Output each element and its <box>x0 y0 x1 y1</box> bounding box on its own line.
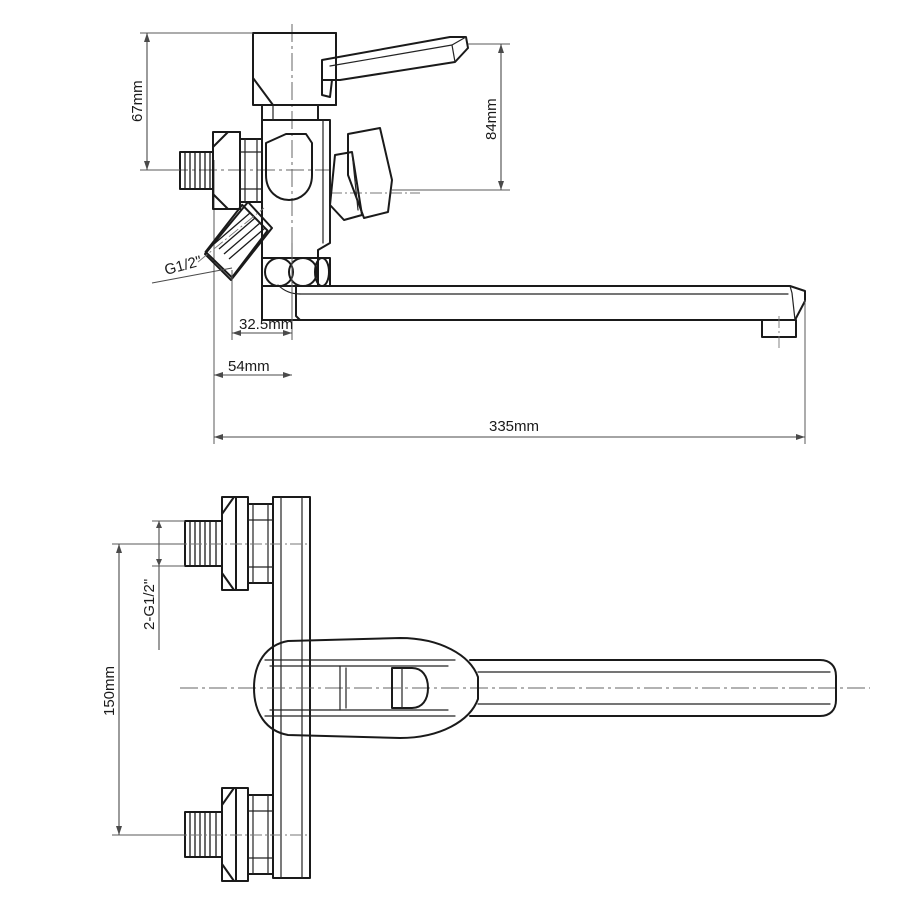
mixer-body <box>252 32 337 287</box>
dimension-label-150mm: 150mm <box>101 666 118 716</box>
dimension-label-335mm: 335mm <box>489 418 539 435</box>
thread-hatching <box>184 152 211 189</box>
dimension-label-84mm: 84mm <box>483 98 500 140</box>
dimension-67mm: 67mm <box>129 32 253 171</box>
dimension-2-g12-thread: 2-G1/2" <box>141 520 185 650</box>
dimension-label-54mm: 54mm <box>228 358 270 375</box>
outlet-thread-hatching <box>213 212 266 260</box>
plan-top-view: 2-G1/2" 150mm <box>101 496 870 882</box>
dimension-54mm: 54mm <box>213 290 292 385</box>
shower-outlet-g12 <box>197 201 273 281</box>
spout-arm <box>295 285 806 350</box>
dimension-label-2-g12: 2-G1/2" <box>141 579 158 630</box>
lever-handle <box>321 36 469 98</box>
dimension-84mm: 84mm <box>392 43 510 191</box>
dimension-335mm: 335mm <box>213 300 806 444</box>
inlet-connection-top-upper <box>170 496 310 591</box>
mixer-body-plan <box>253 637 479 739</box>
spout-arm-plan <box>469 659 837 717</box>
inlet-connection-top-lower <box>170 787 310 882</box>
dimension-label-32-5mm: 32.5mm <box>239 316 293 333</box>
dimension-150mm: 150mm <box>101 543 185 836</box>
dimension-label-67mm: 67mm <box>129 80 146 122</box>
outlet-collar <box>261 257 331 287</box>
diverter-knob <box>329 127 393 221</box>
dimension-32-5mm: 32.5mm <box>231 243 293 340</box>
cartridge-dome <box>265 133 313 201</box>
side-elevation-view: 67mm 84mm G1/2" 32.5mm <box>129 24 806 444</box>
